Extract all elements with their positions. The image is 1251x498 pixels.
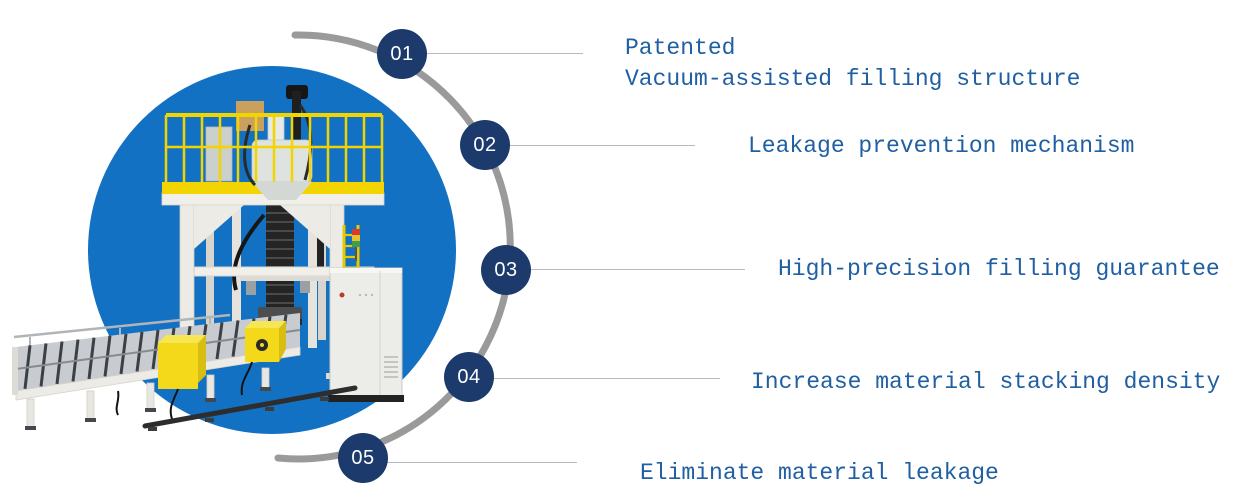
feature-label-03: High-precision filling guarantee <box>778 256 1220 282</box>
feature-number: 01 <box>390 42 414 65</box>
leader-line-03 <box>530 269 745 270</box>
leader-line-04 <box>494 378 720 379</box>
leader-line-01 <box>427 53 583 54</box>
feature-badge-03: 03 <box>481 245 531 295</box>
feature-number: 04 <box>457 365 481 388</box>
feature-label-05: Eliminate material leakage <box>640 460 999 486</box>
feature-label-02: Leakage prevention mechanism <box>748 133 1135 159</box>
control-cabinet <box>328 267 404 402</box>
filling-bellows <box>232 205 302 325</box>
leader-line-02 <box>509 145 695 146</box>
feature-badge-02: 02 <box>460 120 510 170</box>
feature-number: 03 <box>494 258 518 281</box>
filling-machine-photo <box>12 85 404 431</box>
platform-guardrail <box>164 113 384 182</box>
feature-badge-04: 04 <box>444 352 494 402</box>
leader-line-05 <box>387 462 577 463</box>
feature-number: 05 <box>351 446 375 469</box>
feature-number: 02 <box>473 133 497 156</box>
feature-badge-05: 05 <box>338 433 388 483</box>
feature-badge-01: 01 <box>377 29 427 79</box>
feature-label-01: Patented Vacuum-assisted filling structu… <box>625 35 1081 92</box>
feature-label-04: Increase material stacking density <box>751 369 1221 395</box>
